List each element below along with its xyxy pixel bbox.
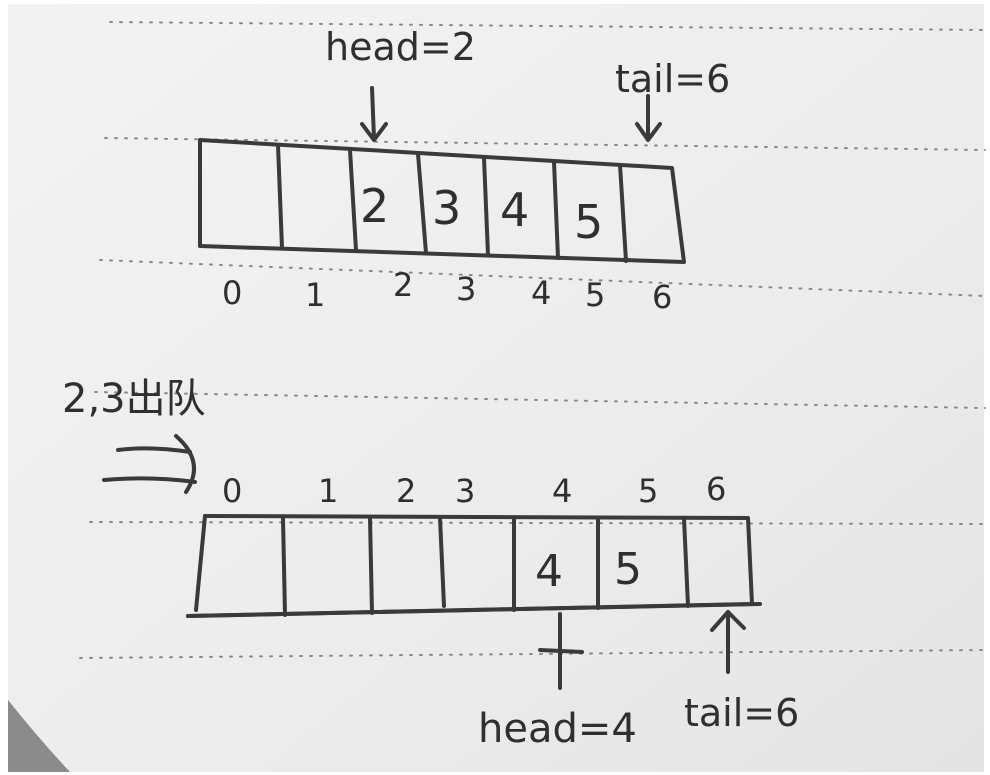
bottom-index-label: 2 <box>396 472 416 510</box>
top-index-label: 4 <box>531 274 551 312</box>
bottom-tail-arrow <box>710 610 746 674</box>
top-queue-diagram: head=2 tail=6 2 3 4 5 0 1 2 3 <box>198 25 730 316</box>
top-head-arrow <box>360 86 388 142</box>
bottom-tail-label: tail=6 <box>684 691 799 735</box>
bottom-cell-dividers <box>281 516 690 617</box>
top-cell-value: 4 <box>500 183 529 237</box>
top-index-label: 5 <box>585 276 605 314</box>
top-tail-label: tail=6 <box>615 57 730 101</box>
top-head-label: head=2 <box>325 25 476 69</box>
bottom-index-label: 3 <box>455 472 475 510</box>
top-array-outline <box>198 138 686 264</box>
top-tail-arrow <box>635 94 662 142</box>
implies-arrow <box>102 434 197 494</box>
top-index-label: 2 <box>393 266 413 304</box>
top-index-label: 3 <box>456 270 476 308</box>
bottom-queue-diagram: 0 1 2 3 4 5 6 4 5 head=4 <box>186 470 799 752</box>
top-cell-value: 3 <box>432 181 461 235</box>
top-index-label: 0 <box>222 274 242 312</box>
bottom-head-label: head=4 <box>478 706 637 752</box>
top-index-label: 6 <box>652 278 672 316</box>
top-cell-value: 2 <box>360 179 389 233</box>
bottom-index-label: 6 <box>706 470 726 508</box>
paper-background <box>8 4 984 772</box>
bottom-index-label: 4 <box>552 472 572 510</box>
bottom-index-label: 1 <box>318 472 338 510</box>
ruled-lines <box>79 21 986 659</box>
bottom-index-label: 5 <box>638 472 658 510</box>
shadow-corner <box>8 700 70 772</box>
bottom-cell-value: 4 <box>535 546 563 597</box>
top-cell-dividers <box>276 143 628 263</box>
top-cell-value: 5 <box>574 195 603 249</box>
bottom-index-label: 0 <box>222 472 242 510</box>
top-index-label: 1 <box>305 276 325 314</box>
bottom-cell-value: 5 <box>614 544 642 595</box>
bottom-head-arrow <box>538 612 584 690</box>
dequeue-caption: 2,3出队 <box>62 376 206 422</box>
